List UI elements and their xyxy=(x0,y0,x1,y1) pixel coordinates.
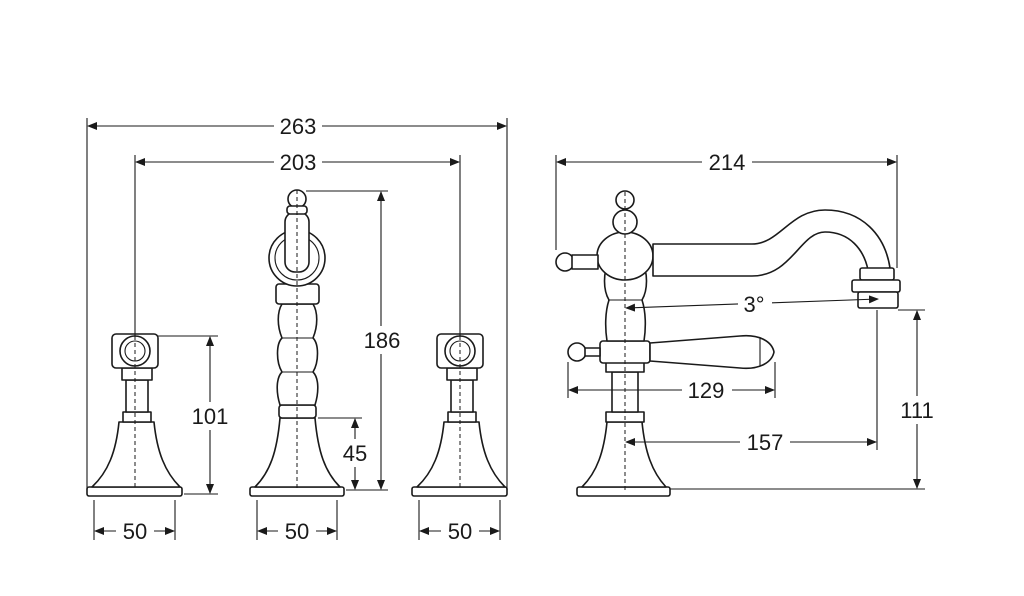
outlet-reach-label: 157 xyxy=(747,430,784,455)
overall-width-label: 263 xyxy=(280,114,317,139)
lever-reach-label: 129 xyxy=(688,378,725,403)
dim-base-right: 50 xyxy=(418,500,501,545)
handle-centres-label: 203 xyxy=(280,150,317,175)
spout-height-label: 186 xyxy=(364,328,401,353)
dim-spout-projection: 214 xyxy=(555,148,898,268)
dim-collar-height: 45 xyxy=(318,417,372,490)
left-handle-tap xyxy=(86,333,183,497)
base-left-label: 50 xyxy=(123,519,147,544)
dim-base-middle: 50 xyxy=(256,500,338,545)
side-view: 214 3° 129 157 111 xyxy=(555,148,942,497)
handle-height-label: 101 xyxy=(192,404,229,429)
dim-handle-height: 101 xyxy=(158,335,234,495)
side-tap-body xyxy=(555,190,901,497)
dim-overall-width: 263 xyxy=(86,112,508,490)
dim-spout-angle: 3° xyxy=(625,290,879,318)
dim-base-left: 50 xyxy=(93,500,176,545)
spout-angle-label: 3° xyxy=(743,292,764,317)
collar-height-label: 45 xyxy=(343,441,367,466)
base-right-label: 50 xyxy=(448,519,472,544)
right-handle-tap xyxy=(411,333,508,497)
dim-outlet-reach: 157 xyxy=(625,310,878,456)
dim-handle-centres: 203 xyxy=(134,148,461,336)
centre-spout xyxy=(249,189,345,497)
front-view: 263 203 186 101 xyxy=(86,112,508,545)
outlet-height-label: 111 xyxy=(900,398,933,423)
dim-outlet-height: 111 xyxy=(670,309,942,490)
spout-projection-label: 214 xyxy=(709,150,746,175)
base-middle-label: 50 xyxy=(285,519,309,544)
dim-spout-height: 186 xyxy=(306,190,406,491)
dim-lever-reach: 129 xyxy=(567,362,776,404)
